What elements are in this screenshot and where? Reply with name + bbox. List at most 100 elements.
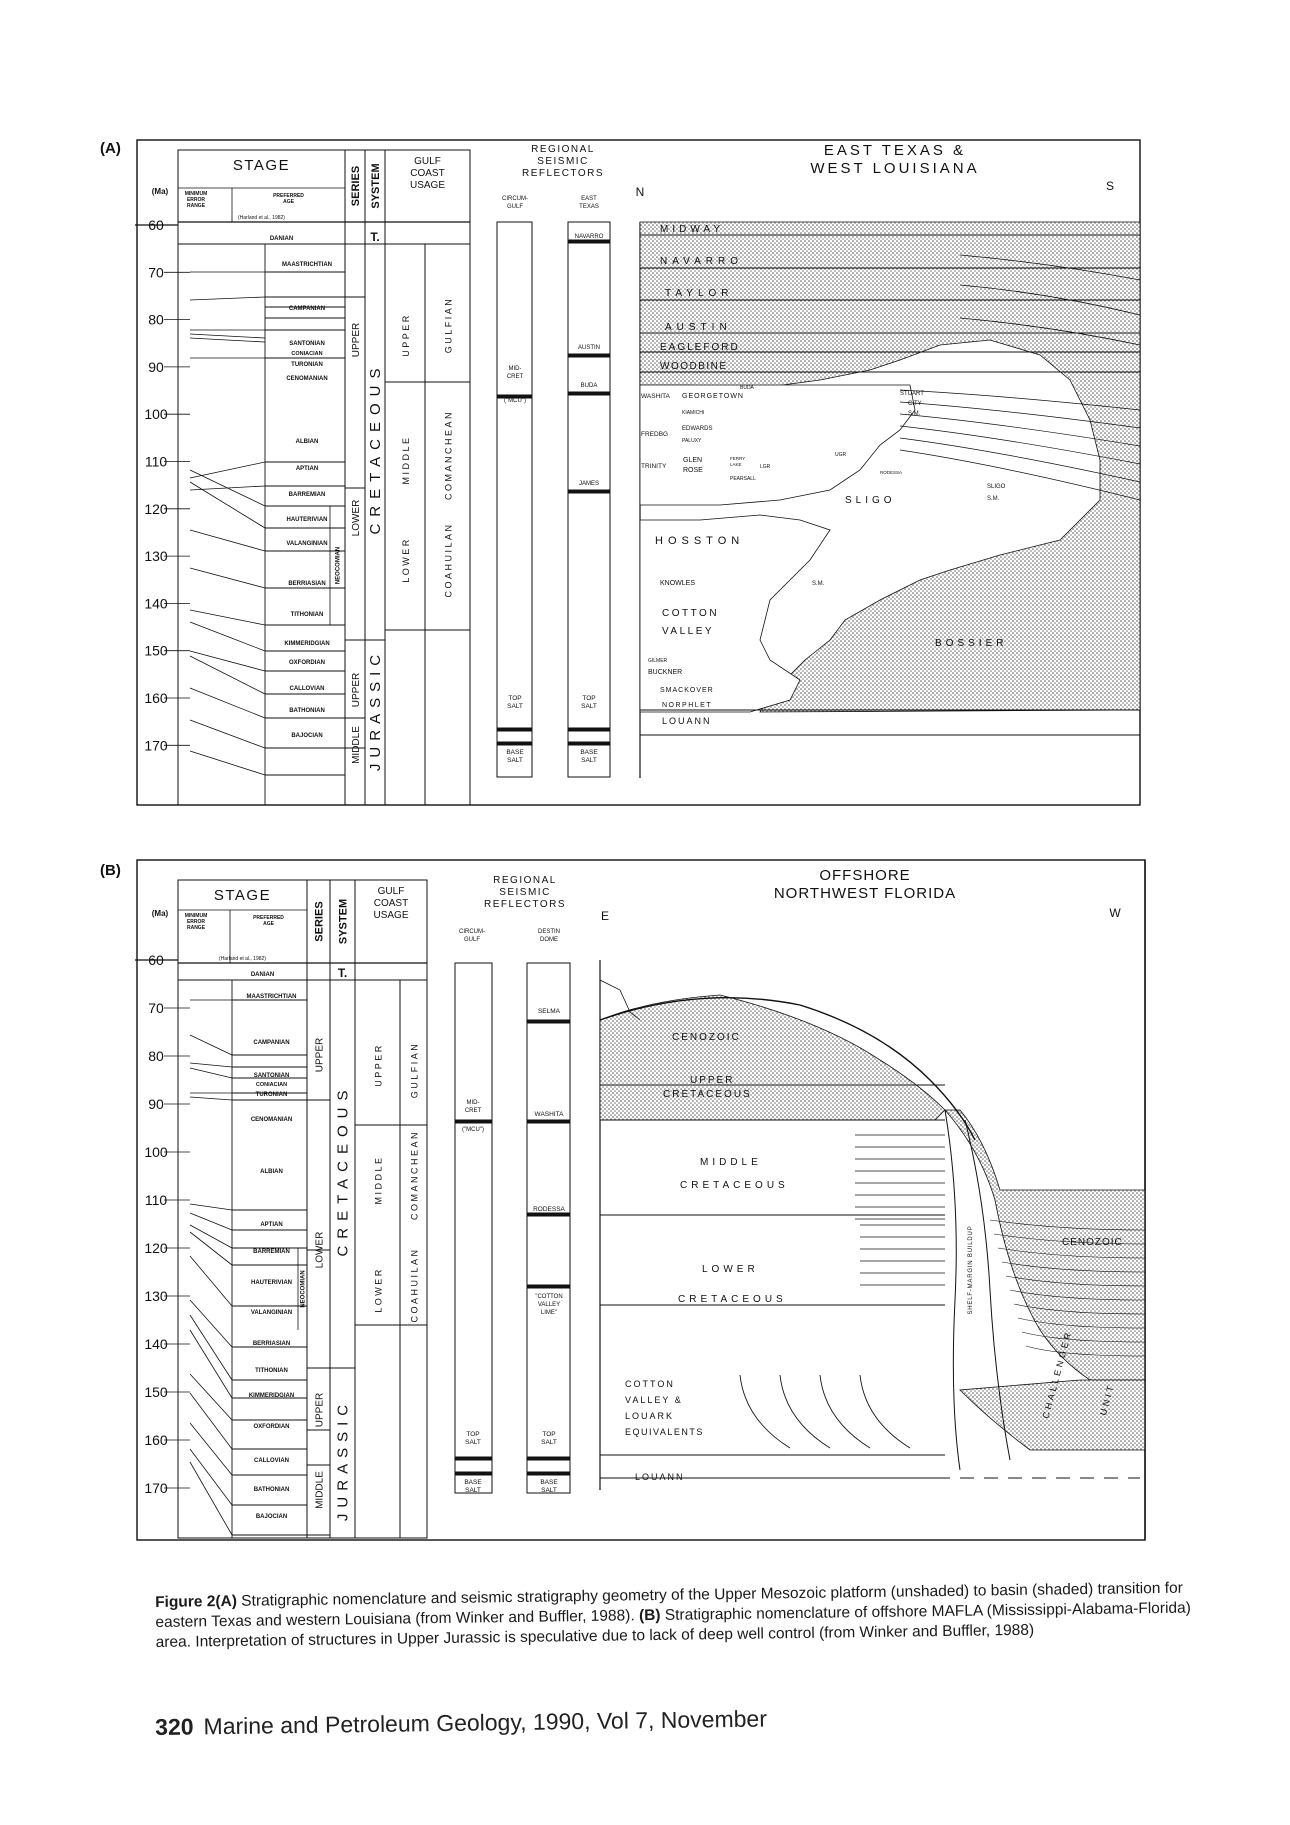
- age-label: 120: [144, 501, 168, 517]
- circum-gulf-header: GULF: [507, 204, 523, 210]
- fault-arc: [859, 1374, 911, 1449]
- stage-oxfordian: OXFORDIAN: [254, 1424, 290, 1430]
- reflector-header: SEISMIC: [537, 156, 589, 167]
- stage-campanian: CAMPANIAN: [253, 1040, 289, 1046]
- age-label: 130: [144, 1288, 168, 1304]
- reflector-cret: CRET: [507, 374, 524, 380]
- reflector-austin: AUSTIN: [578, 345, 600, 351]
- stage-connector: [189, 687, 266, 719]
- stage-connector: [189, 1299, 233, 1348]
- unit-shelf-margin: SHELF-MARGIN BUILDUP: [968, 1225, 974, 1314]
- reflector-salt: SALT: [507, 757, 523, 764]
- basin-reflector: [1009, 1289, 1146, 1301]
- destin-reflector-column: [526, 962, 571, 1494]
- series-header: SERIES: [350, 166, 362, 206]
- fault-arc: [779, 1374, 831, 1449]
- reflector-salt: SALT: [581, 703, 597, 710]
- basin-reflector: [1013, 1303, 1146, 1315]
- stage-maastrichtian: MAASTRICHTIAN: [247, 994, 297, 1000]
- shelf-margin-edge: [944, 1109, 961, 1471]
- circum-reflector-column: [496, 221, 533, 778]
- reflector-bar-base-salt: [526, 1471, 571, 1476]
- unit-lake: LAKE: [730, 462, 742, 467]
- east-reflector-column: [567, 221, 611, 778]
- reflector-top: TOP: [542, 1431, 555, 1438]
- circum-reflector-column: [454, 962, 493, 1494]
- stage-connector: [189, 333, 266, 339]
- unit-woodbine: WOODBINE: [660, 361, 728, 372]
- reflector-base: BASE: [464, 1479, 482, 1486]
- reflector-base: BASE: [540, 1479, 558, 1486]
- reflector-bar-mid-cret: [454, 1119, 493, 1124]
- reflector-selma: SELMA: [538, 1008, 561, 1015]
- stage-cenomanian: CENOMANIAN: [251, 1117, 292, 1123]
- stage-albian: ALBIAN: [260, 1169, 283, 1175]
- gulf-comanchean: COMANCHEAN: [410, 1130, 420, 1220]
- age-label: 110: [145, 1192, 168, 1208]
- basin-reflector: [1025, 1345, 1146, 1357]
- reflector-salt: SALT: [581, 757, 597, 764]
- reflector-navarro: NAVARRO: [575, 234, 604, 240]
- stage-santonian: SANTONIAN: [289, 341, 325, 347]
- stage-aptian: APTIAN: [260, 1222, 282, 1228]
- fault-arc: [819, 1374, 871, 1449]
- stage-barremian: BARREMIAN: [253, 1249, 290, 1255]
- reflector-bar-base-salt: [496, 741, 533, 746]
- reflector-bar-cotton-valley-lime: [526, 1284, 571, 1289]
- gulf-coast-header: COAST: [410, 168, 444, 179]
- series-upper: UPPER: [351, 323, 362, 357]
- age-label: 140: [144, 1336, 168, 1352]
- unit-taylor: TAYLOR: [665, 288, 734, 299]
- min-error-label: MINIMUM: [185, 913, 208, 919]
- unit-cotton: COTTON: [625, 1379, 675, 1389]
- stage-campanian: CAMPANIAN: [289, 306, 325, 312]
- gulf-gulfian: GULFIAN: [410, 1042, 420, 1099]
- clinoform-lower: [899, 401, 1141, 429]
- east-texas-header: TEXAS: [579, 204, 599, 210]
- min-error-label: ERROR: [187, 197, 205, 203]
- unit-norphlet: NORPHLET: [662, 702, 712, 709]
- basin-reflector: [1017, 1317, 1146, 1329]
- stage-danian: DANIAN: [251, 972, 274, 978]
- destin-dome-header: DESTIN: [538, 929, 560, 935]
- stage-coniacian: CONIACIAN: [256, 1082, 287, 1088]
- unit-cretaceous: CRETACEOUS: [680, 1180, 789, 1191]
- stage-bathonian: BATHONIAN: [254, 1487, 290, 1493]
- stage-cenomanian: CENOMANIAN: [286, 376, 327, 382]
- stage-connector: [189, 1034, 233, 1056]
- unit-bossier: BOSSIER: [935, 638, 1007, 649]
- reflector-bar-washita: [526, 1119, 571, 1124]
- stage-aptian: APTIAN: [296, 466, 318, 472]
- stage-barremian: BARREMIAN: [289, 492, 326, 498]
- unit-trinity: TRINITY: [641, 463, 667, 470]
- reflector-cotton: "COTTON: [535, 1294, 562, 1300]
- neocomian-label: NEOCOMIAN: [301, 1270, 307, 1307]
- unit-louann: LOUANN: [635, 1472, 685, 1482]
- reflector-mcu: ("MCU"): [462, 1127, 484, 1133]
- south-marker: S: [1106, 179, 1114, 193]
- age-label: 100: [144, 1144, 168, 1160]
- clinoform-1: [959, 284, 1141, 316]
- reflector-bar-top-salt: [567, 727, 611, 732]
- reflector-base: BASE: [580, 749, 598, 756]
- stage-connector: [189, 1212, 233, 1231]
- reflector-salt: SALT: [507, 703, 523, 710]
- destin-dome-header: DOME: [540, 937, 558, 943]
- stage-callovian: CALLOVIAN: [290, 686, 325, 692]
- ma-label: (Ma): [152, 909, 169, 918]
- circum-gulf-header: CIRCUM-: [502, 196, 528, 202]
- stage-coniacian: CONIACIAN: [291, 351, 322, 357]
- unit-knowles: KNOWLES: [660, 580, 695, 587]
- panel-b-label: (B): [100, 862, 121, 879]
- stage-connector: [189, 1373, 233, 1421]
- unit-pearsall: PEARSALL: [730, 476, 756, 482]
- unit-upper: UPPER: [690, 1075, 734, 1086]
- stage-hauterivian: HAUTERIVIAN: [286, 517, 327, 523]
- unit-hosston: HOSSTON: [655, 535, 744, 547]
- age-label: 60: [148, 952, 164, 968]
- unit-valley: VALLEY: [662, 626, 714, 637]
- preferred-age-label: AGE: [283, 199, 295, 205]
- age-label: 90: [148, 359, 164, 375]
